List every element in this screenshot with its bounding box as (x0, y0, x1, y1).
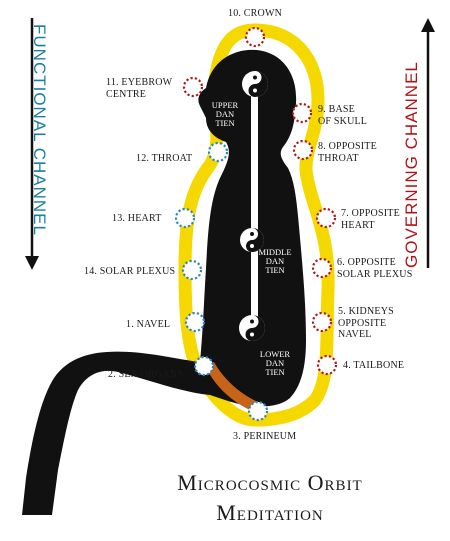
functional-channel-title: FUNCTIONAL CHANNEL (30, 24, 49, 236)
point-throat-marker (207, 141, 229, 163)
functional-arrow (25, 18, 39, 270)
point-opp-heart-marker (315, 207, 337, 229)
point-base-skull-marker (291, 102, 313, 124)
label-crown: 10. CROWN (228, 8, 283, 19)
point-tailbone-marker (316, 354, 338, 376)
label-opp-solar: 6. OPPOSITE SOLAR PLEXUS (337, 257, 413, 280)
point-opp-solar-marker (311, 257, 333, 279)
body-silhouette (22, 49, 306, 515)
channel-segment (205, 362, 258, 410)
governing-channel-title: GOVERNING CHANNEL (402, 61, 421, 268)
yin-yang-lower-icon (239, 315, 265, 341)
point-perineum-marker (247, 400, 269, 422)
label-opp-heart: 7. OPPOSITE HEART (341, 208, 400, 231)
label-upper-dan-tien: UPPER DAN TIEN (211, 100, 239, 128)
label-middle-dan-tien: MIDDLE DAN TIEN (258, 247, 292, 275)
label-solar: 14. SOLAR PLEXUS (84, 266, 176, 277)
label-throat: 12. THROAT (136, 153, 193, 164)
point-opp-throat-marker (292, 139, 314, 161)
label-opp-throat: 8. OPPOSITE THROAT (318, 141, 377, 164)
point-heart-marker (174, 207, 196, 229)
point-solar-marker (181, 259, 203, 281)
governing-arrow (421, 18, 435, 268)
label-perineum: 3. PERINEUM (233, 431, 297, 442)
point-sex-marker (193, 355, 215, 377)
yin-yang-middle-icon (240, 228, 264, 252)
caption-line-2: Meditation (216, 500, 324, 525)
caption-line-1: Microcosmic Orbit (177, 470, 363, 495)
point-navel-marker (184, 311, 206, 333)
label-sex: 2. SEX ORGANS (108, 369, 184, 380)
label-kidneys: 5. KIDNEYS OPPOSITE NAVEL (338, 306, 394, 340)
label-heart: 13. HEART (112, 213, 162, 224)
point-eyebrow-marker (182, 76, 204, 98)
label-eyebrow: 11. EYEBROW CENTRE (106, 77, 173, 100)
point-crown-marker (244, 26, 266, 48)
label-base-skull: 9. BASE OF SKULL (318, 104, 368, 127)
yin-yang-upper-icon (242, 71, 268, 97)
label-lower-dan-tien: LOWER DAN TIEN (259, 349, 291, 377)
label-tailbone: 4. TAILBONE (343, 360, 405, 371)
central-channel (251, 84, 258, 336)
point-kidneys-marker (311, 311, 333, 333)
label-navel: 1. NAVEL (126, 319, 171, 330)
